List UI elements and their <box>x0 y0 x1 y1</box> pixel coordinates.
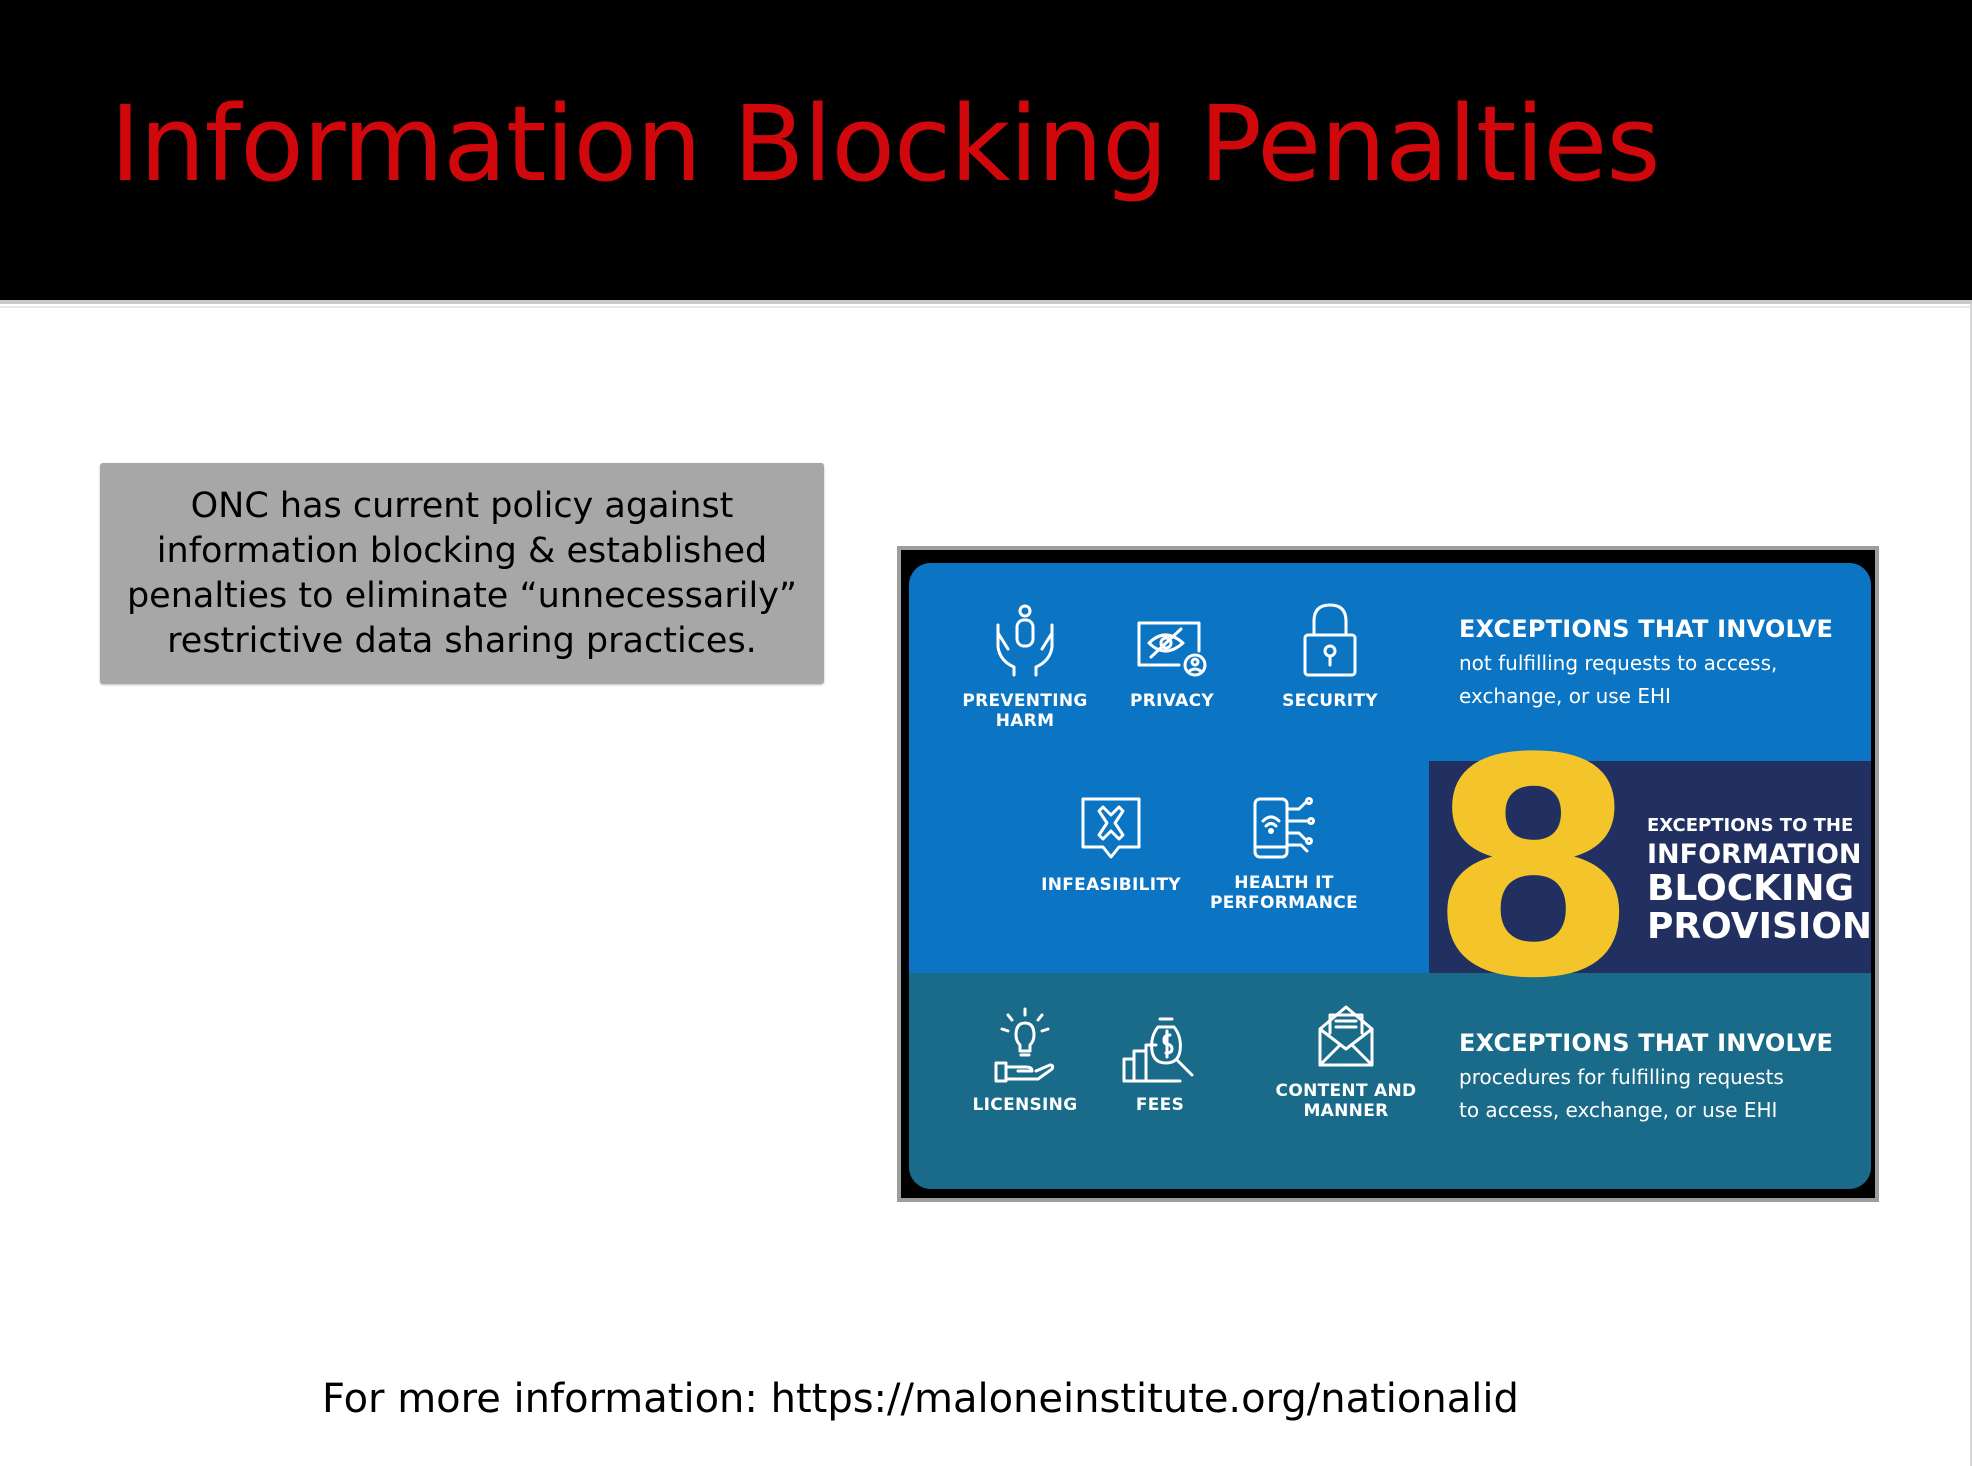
provision-line-3: BLOCKING <box>1647 868 1855 909</box>
title-bar: Information Blocking Penalties <box>0 0 1972 300</box>
item-infeasibility: INFEASIBILITY <box>1031 795 1191 895</box>
item-health-it-performance: HEALTH IT PERFORMANCE <box>1199 795 1369 913</box>
money-bag-icon <box>1122 1017 1194 1083</box>
item-privacy: PRIVACY <box>1107 617 1237 711</box>
eye-slash-icon <box>1137 621 1207 677</box>
x-mark-icon <box>1081 797 1141 859</box>
provision-line-1: EXCEPTIONS TO THE <box>1647 815 1854 836</box>
padlock-icon <box>1303 603 1357 677</box>
top-exceptions-subtext-2: exchange, or use EHI <box>1459 684 1671 708</box>
item-health-it-performance-label: HEALTH IT PERFORMANCE <box>1209 873 1358 913</box>
item-security-label: SECURITY <box>1282 691 1378 711</box>
title-divider-secondary <box>0 306 1972 308</box>
item-licensing: LICENSING <box>945 1007 1105 1115</box>
phone-circuit-icon <box>1253 797 1315 859</box>
footer-more-info-link[interactable]: For more information: https://maloneinst… <box>322 1376 1519 1422</box>
item-licensing-label: LICENSING <box>972 1095 1078 1115</box>
bottom-exceptions-subtext-2: to access, exchange, or use EHI <box>1459 1098 1778 1122</box>
item-infeasibility-label: INFEASIBILITY <box>1041 875 1181 895</box>
hands-person-icon <box>996 604 1054 677</box>
infographic-panel: PREVENTING HARM PRIVACY <box>909 563 1871 1189</box>
item-fees: FEES <box>1081 1007 1239 1115</box>
lightbulb-hand-icon <box>994 1007 1055 1083</box>
bottom-exceptions-band <box>909 973 1871 1189</box>
item-content-and-manner: CONTENT AND MANNER <box>1261 1003 1431 1121</box>
bottom-exceptions-subtext-1: procedures for fulfilling requests <box>1459 1065 1784 1089</box>
bottom-exceptions-heading: EXCEPTIONS THAT INVOLVE <box>1459 1029 1834 1057</box>
item-preventing-harm: PREVENTING HARM <box>945 603 1105 731</box>
provision-block <box>1429 761 1871 973</box>
item-security: SECURITY <box>1265 601 1395 711</box>
policy-callout-text: ONC has current policy against informati… <box>126 485 798 661</box>
provision-line-4: PROVISION <box>1647 906 1871 947</box>
item-privacy-label: PRIVACY <box>1130 691 1214 711</box>
item-content-and-manner-label: CONTENT AND MANNER <box>1275 1081 1417 1121</box>
provision-line-2: INFORMATION <box>1647 839 1862 870</box>
right-edge-line <box>1970 304 1972 1466</box>
title-divider <box>0 300 1972 304</box>
top-exceptions-heading: EXCEPTIONS THAT INVOLVE <box>1459 615 1834 643</box>
item-preventing-harm-label: PREVENTING HARM <box>962 691 1088 731</box>
policy-callout-box: ONC has current policy against informati… <box>100 463 824 684</box>
exceptions-count-number: 8 <box>1429 695 1638 1044</box>
item-fees-label: FEES <box>1135 1095 1185 1115</box>
exceptions-infographic: PREVENTING HARM PRIVACY <box>897 546 1879 1202</box>
envelope-icon <box>1318 1005 1374 1067</box>
top-exceptions-subtext-1: not fulfilling requests to access, <box>1459 651 1778 675</box>
slide-title: Information Blocking Penalties <box>110 83 1661 205</box>
